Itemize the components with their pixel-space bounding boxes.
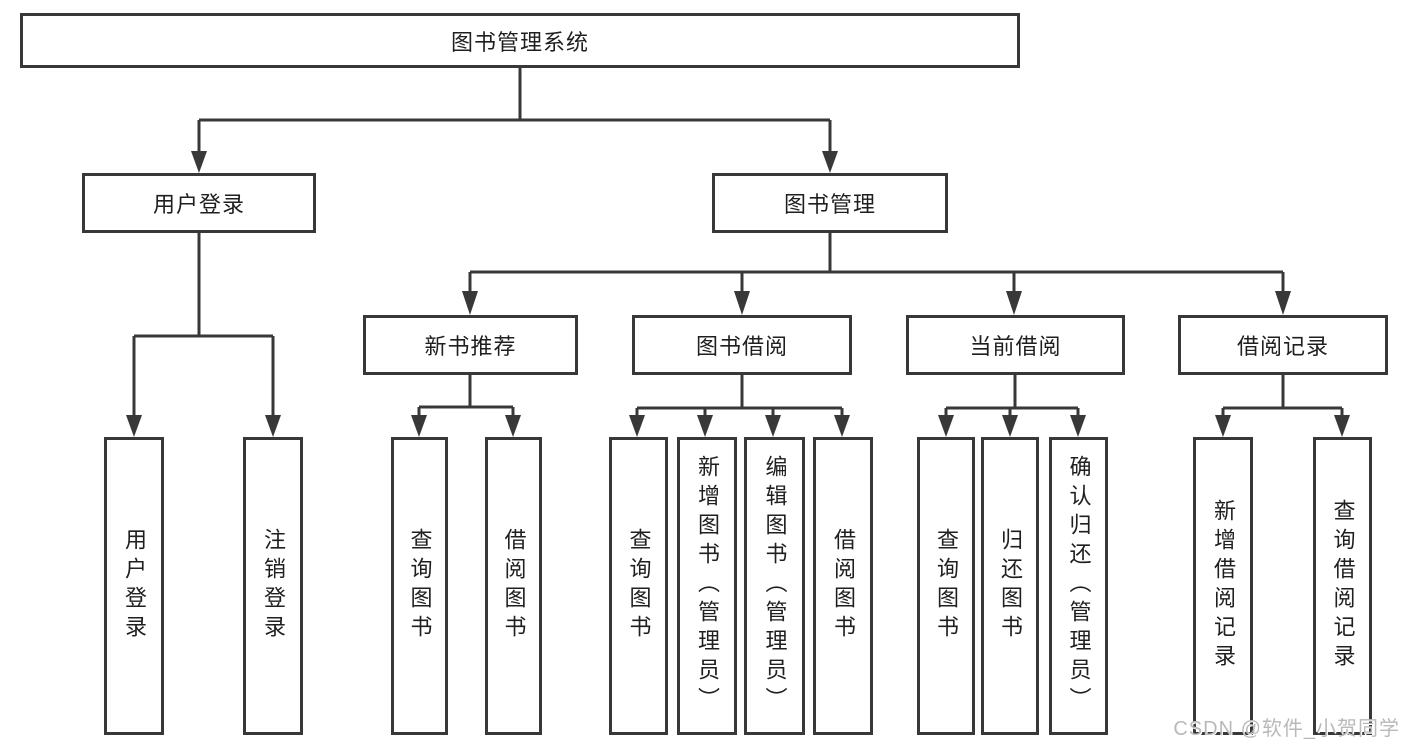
- node-book-borrow: 图书借阅: [632, 315, 852, 375]
- leaf-label: 用户登录: [122, 527, 147, 645]
- leaf-label: 查询借阅记录: [1330, 498, 1356, 674]
- leaf-label: 确认归还（管理员）: [1066, 455, 1092, 717]
- watermark: CSDN @软件_小贺同学: [1173, 718, 1400, 740]
- leaf-query-books-recommend: 查询图书: [391, 437, 448, 735]
- leaf-label: 借阅图书: [831, 527, 856, 645]
- node-current-borrow: 当前借阅: [906, 315, 1125, 375]
- node-borrow-records: 借阅记录: [1178, 315, 1388, 375]
- leaf-label: 借阅图书: [501, 527, 527, 645]
- leaf-edit-book-admin: 编辑图书（管理员）: [744, 437, 805, 735]
- leaf-borrow-books: 借阅图书: [813, 437, 873, 735]
- leaf-label: 编辑图书（管理员）: [762, 455, 788, 717]
- node-user-login: 用户登录: [82, 173, 316, 233]
- leaf-label: 注销登录: [261, 527, 286, 645]
- node-label: 新书推荐: [424, 334, 517, 359]
- leaf-label: 归还图书: [998, 527, 1023, 645]
- leaf-logout-login: 注销登录: [243, 437, 303, 735]
- leaf-label: 新增图书（管理员）: [695, 455, 720, 717]
- node-label: 当前借阅: [969, 334, 1062, 359]
- node-new-book-recommend: 新书推荐: [363, 315, 578, 375]
- node-book-management: 图书管理: [712, 173, 948, 233]
- leaf-borrow-books-recommend: 借阅图书: [485, 437, 542, 735]
- leaf-return-book: 归还图书: [981, 437, 1039, 735]
- node-label: 借阅记录: [1236, 334, 1329, 359]
- leaf-label: 查询图书: [934, 527, 959, 645]
- leaf-add-book-admin: 新增图书（管理员）: [677, 437, 737, 735]
- node-label: 用户登录: [152, 192, 245, 217]
- leaf-label: 新增借阅记录: [1211, 498, 1236, 674]
- leaf-label: 查询图书: [626, 527, 652, 645]
- node-label: 图书管理: [783, 192, 876, 217]
- node-library-management-system: 图书管理系统: [20, 13, 1020, 68]
- arrowheads: [126, 151, 1350, 437]
- leaf-query-borrow-record: 查询借阅记录: [1313, 437, 1372, 735]
- leaf-confirm-return-admin: 确认归还（管理员）: [1049, 437, 1108, 735]
- leaf-label: 查询图书: [407, 527, 433, 645]
- node-label: 图书借阅: [695, 334, 788, 359]
- leaf-user-login: 用户登录: [104, 437, 164, 735]
- leaf-query-books-current: 查询图书: [917, 437, 975, 735]
- leaf-query-books-borrow: 查询图书: [609, 437, 668, 735]
- leaf-add-borrow-record: 新增借阅记录: [1193, 437, 1253, 735]
- node-label: 图书管理系统: [450, 29, 589, 55]
